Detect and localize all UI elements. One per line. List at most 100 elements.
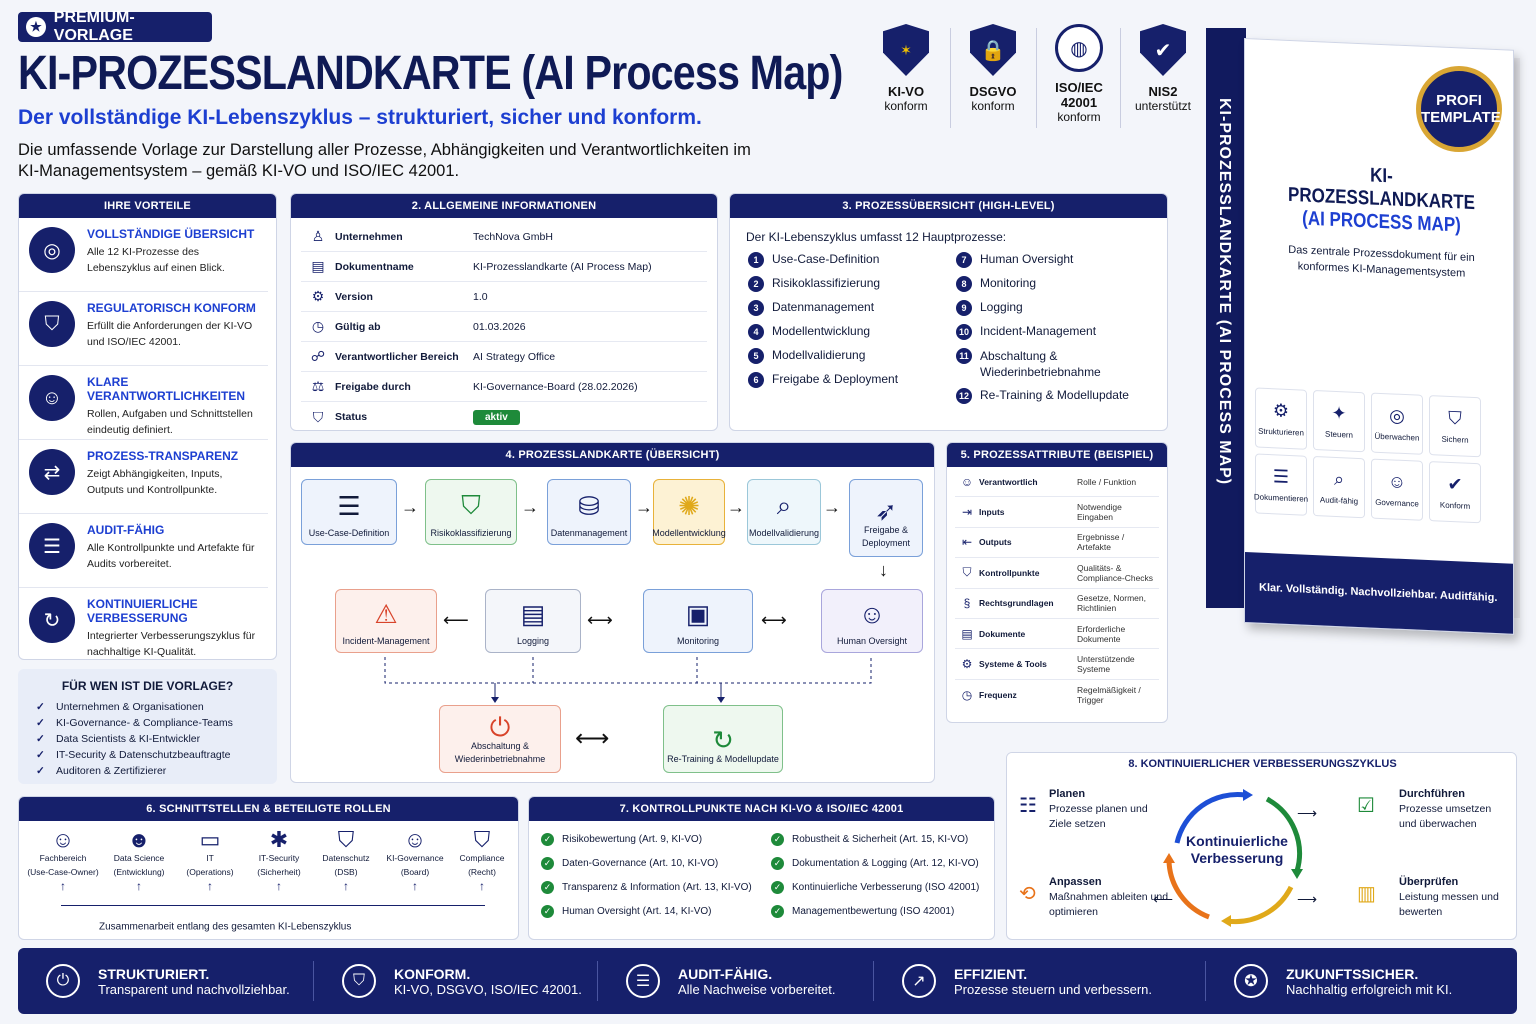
process-overview-panel: 3. PROZESSÜBERSICHT (HIGH-LEVEL) Der KI-… [729,193,1168,431]
control-item: ✓Robustheit & Sicherheit (Art. 15, KI-VO… [771,833,968,846]
shield-check-icon: ⛉ [342,964,376,998]
approve-icon: ⚖ [311,378,325,394]
check-icon: ✓ [541,905,554,918]
premium-badge: ★ PREMIUM-VORLAGE [18,9,212,44]
control-item: ✓Managementbewertung (ISO 42001) [771,905,954,918]
shield-check-icon: ⛉ [962,565,972,580]
role-item: ✱IT-Security(Sicherheit)↑ [243,827,315,894]
book-grid-item: ⚙Strukturieren [1255,387,1307,450]
check-icon: ✓ [541,833,554,846]
cycle-heading: 8. KONTINUIERLICHER VERBESSERUNGSZYKLUS [1007,753,1516,775]
role-item: ☺KI-Governance(Board)↑ [379,827,451,894]
node-valid[interactable]: ⌕Modellvalidierung [747,479,821,545]
globe-icon: ◍ [1055,24,1103,72]
do-icon: ☑ [1357,795,1375,817]
for-whom-item: IT-Security & Datenschutzbeauftragte [18,747,277,763]
clipboard-icon: ☰ [626,964,660,998]
node-deploy[interactable]: ➶Freigabe & Deployment [849,479,923,557]
cert-sub: unterstützt [1134,99,1192,113]
checkmark-shield-icon: ✔ [1140,24,1186,76]
shield-icon: ⛉ [337,827,355,852]
footer-item: ✪ZUKUNFTSSICHER.Nachhaltig erfolgreich m… [1206,961,1506,1001]
star-icon: ★ [26,17,46,37]
attributes-panel: 5. PROZESSATTRIBUTE (BEISPIEL) ☺Verantwo… [946,442,1168,723]
for-whom-heading: FÜR WEN IST DIE VORLAGE? [61,679,234,693]
node-monitoring[interactable]: ▣Monitoring [643,589,753,653]
flow-icon: ⇄ [29,449,75,495]
network-icon: ✱ [269,827,289,852]
role-item: ☻Data Science(Entwicklung)↑ [103,829,175,894]
premium-badge-label: PREMIUM-VORLAGE [53,9,135,44]
cycle-ring [1163,789,1303,927]
node-usecase[interactable]: ☰Use-Case-Definition [301,479,397,545]
roles-heading: 6. SCHNITTSTELLEN & BETEILIGTE ROLLEN [19,797,518,821]
power-icon: ⏻ [46,964,80,998]
advantages-heading: IHRE VORTEILE [19,194,276,218]
node-oversight[interactable]: ☺Human Oversight [821,589,923,653]
for-whom-item: KI-Governance- & Compliance-Teams [18,715,277,731]
person-icon: ☺ [403,827,427,852]
general-info-panel: 2. ALLGEMEINE INFORMATIONEN ♙Unternehmen… [290,193,718,431]
page-title: KI-PROZESSLANDKARTE (AI Process Map) [18,47,843,100]
footer-item: ⛉KONFORM.KI-VO, DSGVO, ISO/IEC 42001. [314,961,598,1001]
arrow-left-icon: ⟵ [1153,891,1174,907]
overview-intro: Der KI-Lebenszyklus umfasst 12 Hauptproz… [746,230,1007,244]
lock-icon: 🔒 [970,24,1016,76]
brain-icon: ✺ [678,491,700,521]
book-grid-item: ☺Governance [1371,458,1423,521]
control-item: ✓Dokumentation & Logging (Art. 12, KI-VO… [771,857,979,870]
node-shutdown[interactable]: ⏻Abschaltung & Wiederinbetriebnahme [439,705,561,773]
book-grid-item: ◎Überwachen [1371,392,1423,455]
cert-name: NIS2 [1148,84,1178,99]
node-model[interactable]: ✺Modellentwicklung [652,479,726,545]
role-item: ⛉Compliance(Recht)↑ [446,829,518,894]
chart-icon: ↗ [902,964,936,998]
cycle-panel: 8. KONTINUIERLICHER VERBESSERUNGSZYKLUS … [1006,752,1517,940]
node-data[interactable]: ⛁Datenmanagement [547,479,631,545]
control-item: ✓Human Oversight (Art. 14, KI-VO) [541,905,712,918]
node-retrain[interactable]: ↻Re-Training & Modellupdate [663,705,783,773]
role-item: ⛉Datenschutz(DSB)↑ [310,827,382,894]
node-incident[interactable]: ⚠Incident-Management [335,589,437,653]
cert-name: ISO/IEC 42001 [1055,80,1103,110]
node-risk[interactable]: ⛉Risikoklassifizierung [425,479,517,545]
chart-monitor-icon: ▣ [685,599,711,629]
magnifier-icon: ⌕ [776,490,792,520]
book-grid-item: ⛉Sichern [1429,395,1481,458]
check-icon: ✓ [771,857,784,870]
book-icon-grid: ⚙Strukturieren ✦Steuern ◎Überwachen ⛉Sic… [1254,387,1481,524]
node-logging[interactable]: ▤Logging [485,589,581,653]
for-whom-item: Data Scientists & KI-Entwickler [18,731,277,747]
footer-bar: ⏻STRUKTURIERT.Transparent und nachvollzi… [18,948,1517,1014]
page-description: Die umfassende Vorlage zur Darstellung a… [18,141,751,180]
cycle-center-label: Kontinuierliche Verbesserung [1186,833,1288,866]
document-icon: ▤ [520,599,546,629]
control-item: ✓Kontinuierliche Verbesserung (ISO 42001… [771,881,979,894]
book-spine: KI-PROZESSLANDKARTE (AI PROCESS MAP) [1206,28,1246,608]
role-item: ▭IT(Operations)↑ [174,829,246,894]
process-map-panel: 4. PROZESSLANDKARTE (ÜBERSICHT) ☰Use-Cas… [290,442,935,783]
for-whom-item: Auditoren & Zertifizierer [18,763,277,779]
control-item: ✓Daten-Governance (Art. 10, KI-VO) [541,857,718,870]
